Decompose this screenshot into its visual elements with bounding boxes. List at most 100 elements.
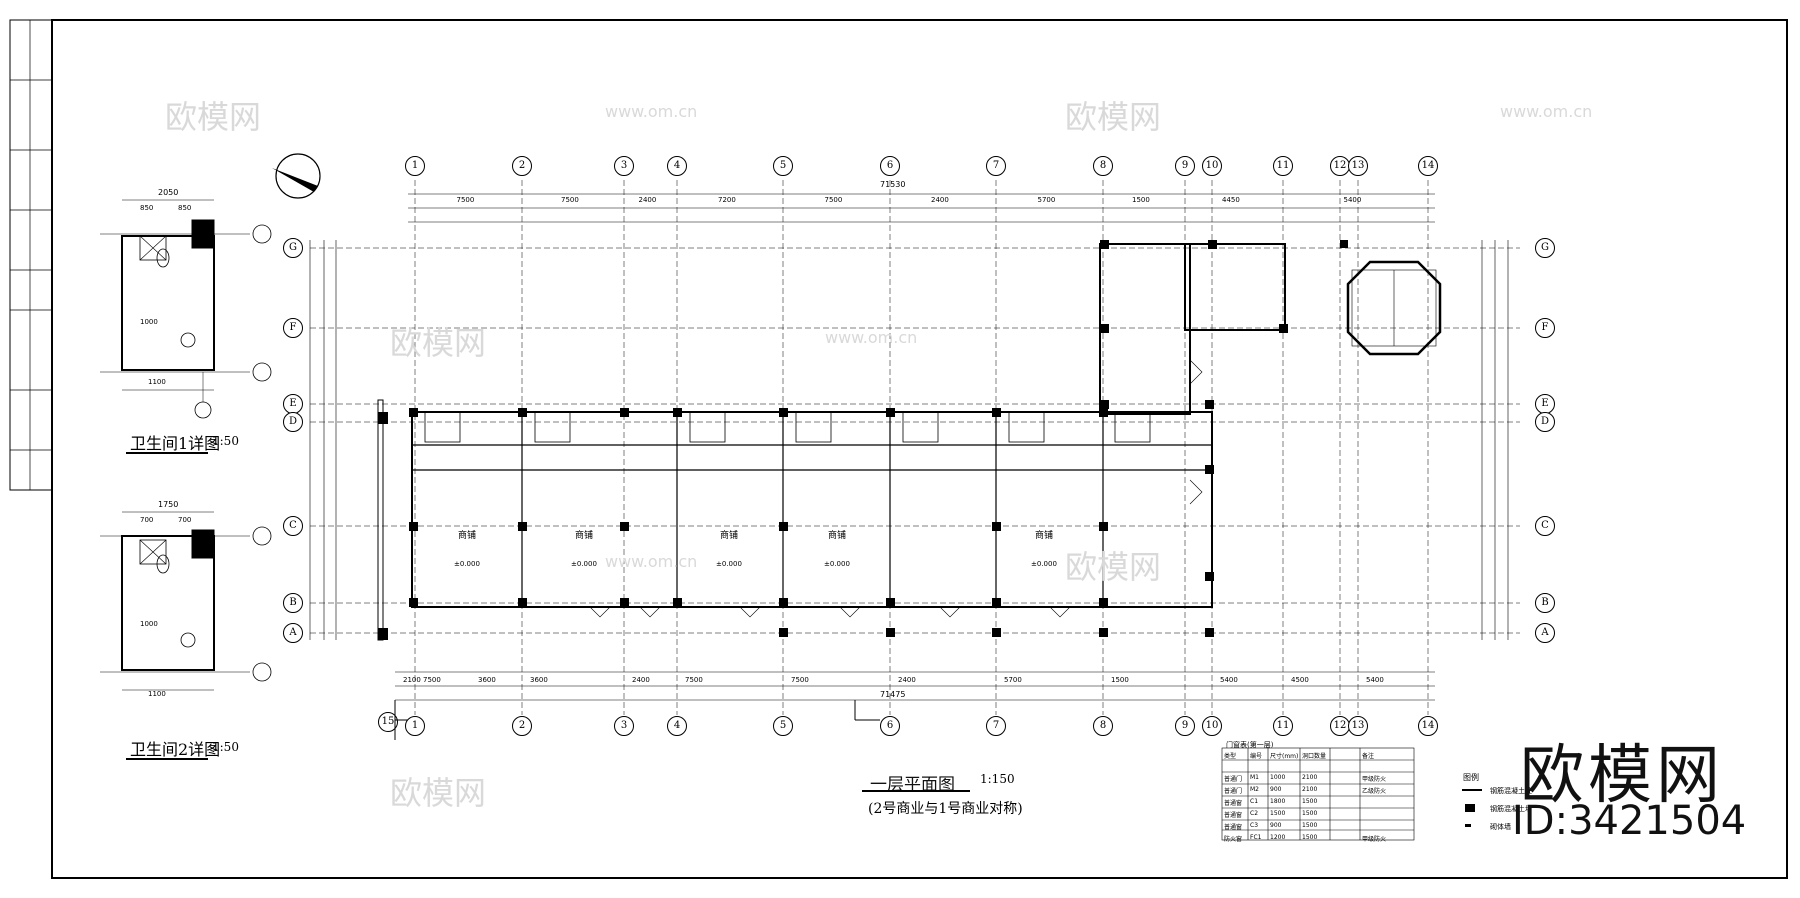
dimension-lines xyxy=(309,193,1509,701)
table-cell: C3 xyxy=(1250,822,1259,829)
wc1-sub-dim-a: 850 xyxy=(140,204,154,212)
grid-bubble-top: 10 xyxy=(1202,156,1222,176)
room-elevation: ±0.000 xyxy=(454,560,480,568)
dimension-label-bottom: 5400 xyxy=(1220,676,1238,684)
grid-bubble-bottom: 12 xyxy=(1330,716,1350,736)
table-cell: 1500 xyxy=(1302,798,1318,805)
grid-bubble-bottom: 10 xyxy=(1202,716,1222,736)
grid-bubble-right: E xyxy=(1535,394,1555,414)
room-label: 商铺 xyxy=(720,531,739,541)
table-cell: 2100 xyxy=(1302,786,1318,793)
watermark-logo: 欧模网 xyxy=(165,98,262,136)
grid-bubble-top: 11 xyxy=(1273,156,1293,176)
table-header-cell: 洞口数量 xyxy=(1302,753,1327,760)
grid-bubble-top: 5 xyxy=(773,156,793,176)
grid-bubble-left: D xyxy=(283,412,303,432)
wc2-width-dim: 1750 xyxy=(158,500,179,509)
grid-bubble-right: A xyxy=(1535,623,1555,643)
dimension-label-bottom: 7500 xyxy=(423,676,441,684)
wc1-bottom-dim: 1100 xyxy=(148,378,166,386)
legend-title: 图例 xyxy=(1463,773,1479,782)
grid-bubble-bottom: 3 xyxy=(614,716,634,736)
wc1-title-underline xyxy=(126,452,208,454)
dimension-label-top: 7500 xyxy=(456,196,475,204)
table-cell: 1500 xyxy=(1302,810,1318,817)
table-cell: 900 xyxy=(1270,786,1282,793)
watermark-logo: 欧模网 xyxy=(390,774,487,812)
grid-bubble-bottom: 6 xyxy=(880,716,900,736)
legend-item: 砌体墙 xyxy=(1490,823,1511,831)
grid-bubble-right: F xyxy=(1535,318,1555,338)
watermark-url: www.om.cn xyxy=(825,328,918,347)
grid-bubble-bottom: 4 xyxy=(667,716,687,736)
table-cell: 乙级防火 xyxy=(1362,788,1387,795)
dimension-label-top: 7500 xyxy=(561,196,579,204)
grid-bubble-top: 8 xyxy=(1093,156,1113,176)
table-cell: C1 xyxy=(1250,798,1259,805)
wc2-sub-dim-b: 700 xyxy=(178,516,192,524)
table-cell: 防火窗 xyxy=(1224,836,1243,843)
room-elevation: ±0.000 xyxy=(824,560,850,568)
grid-bubble-left: F xyxy=(283,318,303,338)
wc2-title: 卫生间2详图 xyxy=(130,740,221,759)
wc2-scale: 1:50 xyxy=(212,740,239,754)
toilet-cubicles xyxy=(424,411,1151,443)
room-label: 商铺 xyxy=(828,531,847,541)
room-elevation: ±0.000 xyxy=(571,560,597,568)
table-header-cell: 尺寸(mm) xyxy=(1270,753,1299,760)
grid-bubble-top: 6 xyxy=(880,156,900,176)
dimension-label-bottom: 2100 xyxy=(403,676,421,684)
octagon-tower xyxy=(1346,260,1442,356)
grid-bubble-top: 12 xyxy=(1330,156,1350,176)
door-window-table-title: 门窗表(第一层) xyxy=(1226,741,1274,749)
grid-bubble-left: A xyxy=(283,623,303,643)
table-cell: 1500 xyxy=(1302,834,1318,841)
room-label: 商铺 xyxy=(1035,531,1054,541)
dimension-label-bottom: 7500 xyxy=(791,676,809,684)
watermark-url: www.om.cn xyxy=(605,552,698,571)
dimension-label-top: 1500 xyxy=(1132,196,1150,204)
table-cell: 900 xyxy=(1270,822,1282,829)
plan-scale: 1:150 xyxy=(980,772,1015,786)
grid-bubble-bottom: 11 xyxy=(1273,716,1293,736)
grid-bubble-top: 1 xyxy=(405,156,425,176)
dimension-label-top: 2400 xyxy=(638,196,657,204)
wc1-width-dim: 2050 xyxy=(158,188,179,197)
wc1-sub-dim-b: 850 xyxy=(178,204,192,212)
room-elevation: ±0.000 xyxy=(1031,560,1057,568)
grid-bubble-top: 3 xyxy=(614,156,634,176)
table-cell: 普通门 xyxy=(1224,788,1243,795)
table-cell: 1200 xyxy=(1270,834,1286,841)
wc1-title: 卫生间1详图 xyxy=(130,434,221,453)
table-header-cell: 编号 xyxy=(1250,753,1263,760)
watermark-logo: 欧模网 xyxy=(1065,548,1162,586)
door-swings xyxy=(589,359,1203,618)
grid-bubble-bottom: 5 xyxy=(773,716,793,736)
table-cell: 普通门 xyxy=(1224,776,1243,783)
wc2-detail-drawing xyxy=(100,511,272,691)
door-window-table xyxy=(1221,747,1415,841)
table-cell: 甲级防火 xyxy=(1362,776,1387,783)
dimension-label-bottom: 3600 xyxy=(530,676,548,684)
top-total-dimension: 71530 xyxy=(880,180,906,189)
dimension-label-bottom: 7500 xyxy=(685,676,703,684)
grid-bubble-top: 2 xyxy=(512,156,532,176)
watermark-url: www.om.cn xyxy=(1500,102,1593,121)
room-label: 商铺 xyxy=(575,531,594,541)
table-cell: 甲级防火 xyxy=(1362,836,1387,843)
grid-bubble-right: C xyxy=(1535,516,1555,536)
table-cell: 普通窗 xyxy=(1224,800,1243,807)
table-cell: FC1 xyxy=(1250,834,1262,841)
grid-bubble-left: B xyxy=(283,593,303,613)
room-elevation: ±0.000 xyxy=(716,560,742,568)
north-arrow-icon xyxy=(272,153,321,199)
dimension-label-bottom: 4500 xyxy=(1291,676,1309,684)
table-cell: 普通窗 xyxy=(1224,812,1243,819)
wc1-fixture-dim: 1000 xyxy=(140,318,158,326)
table-cell: M1 xyxy=(1250,774,1259,781)
brand-id: ID:3421504 xyxy=(1512,798,1747,844)
table-cell: C2 xyxy=(1250,810,1259,817)
wc1-scale: 1:50 xyxy=(212,434,239,448)
watermark-logo: 欧模网 xyxy=(1065,98,1162,136)
